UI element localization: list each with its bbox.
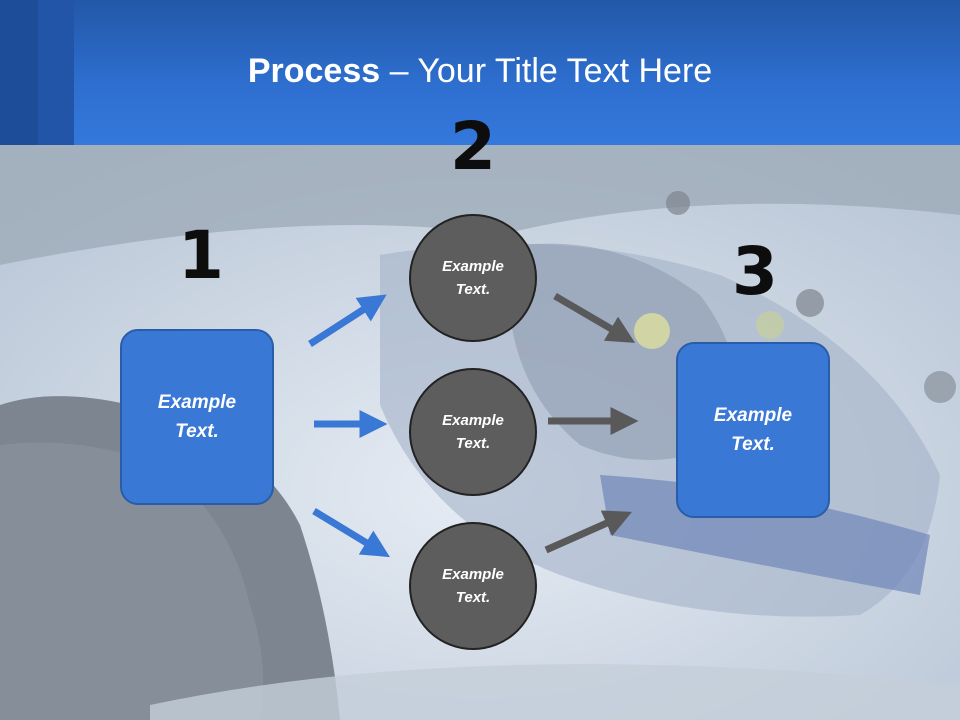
header-stripe-dark: [0, 0, 38, 145]
circle-middle: Example Text.: [409, 368, 537, 496]
title-rest: – Your Title Text Here: [380, 52, 713, 90]
step-number-3: 3: [732, 233, 778, 310]
circle-bottom-text: Example Text.: [442, 566, 504, 606]
box-right: Example Text.: [676, 342, 830, 518]
arrow-blue-down: [312, 508, 390, 558]
circle-top: Example Text.: [409, 214, 537, 342]
arrow-gray-up: [544, 510, 633, 554]
box-right-text: Example Text.: [713, 405, 793, 455]
circle-top-text: Example Text.: [442, 258, 504, 298]
slide-title: Process – Your Title Text Here: [0, 52, 960, 91]
step-number-1: 1: [178, 217, 224, 294]
circle-middle-text: Example Text.: [442, 412, 504, 452]
title-bold: Process: [247, 52, 381, 90]
title-bar: Process – Your Title Text Here: [0, 0, 960, 145]
arrow-blue-up: [308, 294, 387, 347]
box-left: Example Text.: [120, 329, 274, 505]
box-left-text: Example Text.: [157, 392, 237, 442]
arrow-gray-down: [553, 292, 636, 343]
header-stripe-mid: [38, 0, 74, 145]
circle-bottom: Example Text.: [409, 522, 537, 650]
step-number-2: 2: [450, 108, 496, 185]
